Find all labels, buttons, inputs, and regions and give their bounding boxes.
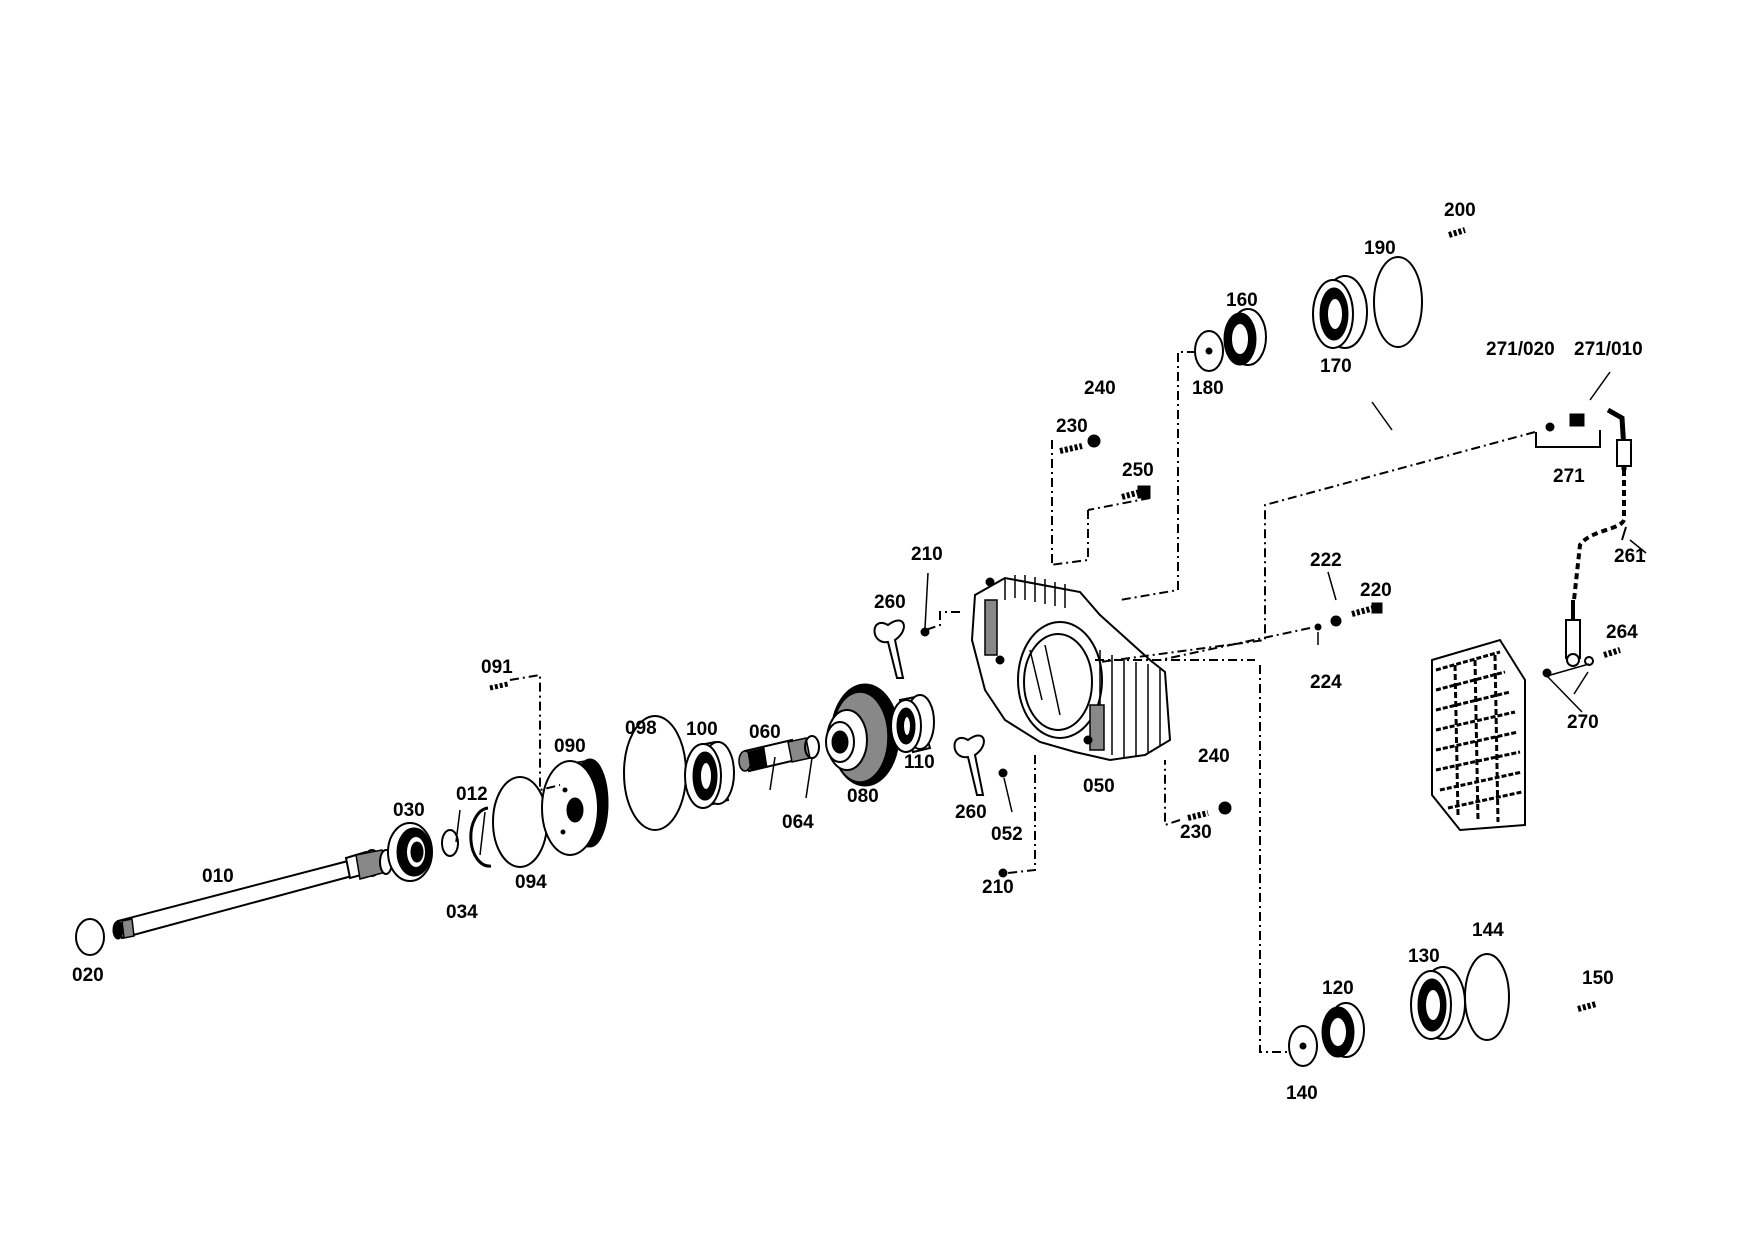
part-271-020-seal	[1545, 422, 1555, 432]
callout-080: 080	[847, 786, 879, 807]
callout-240-lower: 240	[1198, 746, 1230, 767]
part-010-shaft	[112, 849, 393, 940]
callout-271-010: 271/010	[1574, 339, 1643, 360]
part-080-gear	[825, 683, 900, 787]
callout-012: 012	[456, 784, 488, 805]
callout-010: 010	[202, 866, 234, 887]
part-060-shaft	[738, 737, 811, 773]
callout-261: 261	[1614, 546, 1646, 567]
callout-260-upper: 260	[874, 592, 906, 613]
part-034-ring	[441, 829, 459, 857]
callout-260-lower: 260	[955, 802, 987, 823]
part-030-bearing	[387, 822, 433, 882]
callout-170: 170	[1320, 356, 1352, 377]
callout-150: 150	[1582, 968, 1614, 989]
part-270-seal-b	[1584, 656, 1594, 666]
part-271-010-fitting	[1569, 413, 1585, 427]
callout-210-upper: 210	[911, 544, 943, 565]
callout-140: 140	[1286, 1083, 1318, 1104]
part-230-screw-upper	[1059, 443, 1083, 454]
callout-144: 144	[1472, 920, 1504, 941]
callout-271-020: 271/020	[1486, 339, 1555, 360]
part-240-plug-upper	[1087, 434, 1101, 448]
callout-064: 064	[782, 812, 814, 833]
part-260-plate-lower	[953, 734, 985, 796]
part-020-o-ring	[75, 918, 105, 956]
part-200-screw	[1448, 227, 1466, 238]
part-100-bearing	[684, 740, 735, 809]
callout-264: 264	[1606, 622, 1638, 643]
part-130-bearing	[1410, 966, 1466, 1040]
callout-094: 094	[515, 872, 547, 893]
callout-110: 110	[904, 752, 935, 773]
callout-020: 020	[72, 965, 104, 986]
leader-lines	[455, 371, 1647, 856]
part-210-pin-lower	[998, 868, 1008, 878]
callout-060: 060	[749, 722, 781, 743]
part-250-screw	[1121, 485, 1151, 500]
part-222-washer	[1330, 615, 1342, 627]
part-110-bearing	[890, 694, 935, 754]
part-160-bearing	[1223, 308, 1267, 366]
callout-052: 052	[991, 824, 1023, 845]
part-050-housing	[970, 575, 1172, 762]
callout-120: 120	[1322, 978, 1354, 999]
callout-190: 190	[1364, 238, 1396, 259]
part-224-ring	[1314, 623, 1322, 631]
callout-labels: 020 010 030 034 012 094 090 091 098 100 …	[72, 200, 1646, 1104]
callout-240-upper: 240	[1084, 378, 1116, 399]
callout-230-upper: 230	[1056, 416, 1088, 437]
callout-090: 090	[554, 736, 586, 757]
callout-130: 130	[1408, 946, 1440, 967]
assembly-lines	[509, 351, 1627, 1053]
callout-224: 224	[1310, 672, 1342, 693]
part-260-plate-upper	[873, 619, 905, 679]
part-150-screw	[1577, 1001, 1597, 1012]
callout-100: 100	[686, 719, 718, 740]
part-120-bearing	[1321, 1002, 1365, 1058]
part-012-snap-ring	[469, 806, 492, 868]
part-091-screw	[489, 681, 509, 691]
callout-200: 200	[1444, 200, 1476, 221]
part-170-bearing	[1312, 275, 1368, 349]
part-144-o-ring	[1464, 953, 1510, 1041]
callout-250: 250	[1122, 460, 1154, 481]
callout-230-lower: 230	[1180, 822, 1212, 843]
part-230-screw-lower	[1187, 810, 1209, 821]
part-190-o-ring	[1373, 256, 1423, 348]
valve-block	[1431, 638, 1526, 832]
callout-091: 091	[481, 657, 513, 678]
callout-220: 220	[1360, 580, 1392, 601]
callout-222: 222	[1310, 550, 1342, 571]
part-240-plug-lower	[1218, 801, 1232, 815]
callout-030: 030	[393, 800, 425, 821]
callout-034: 034	[446, 902, 478, 923]
callout-210-lower: 210	[982, 877, 1014, 898]
part-261-pipe	[1565, 407, 1632, 667]
part-052-pin	[998, 768, 1008, 778]
part-220-screw	[1351, 602, 1383, 617]
callout-271: 271	[1553, 466, 1585, 487]
callout-180: 180	[1192, 378, 1224, 399]
callout-270: 270	[1567, 712, 1599, 733]
part-090-cover	[541, 758, 609, 856]
part-094-o-ring	[492, 776, 548, 868]
callout-160: 160	[1226, 290, 1258, 311]
part-140-washer	[1288, 1025, 1318, 1067]
part-264-screw	[1603, 647, 1621, 658]
callout-098: 098	[625, 718, 657, 739]
callout-050: 050	[1083, 776, 1115, 797]
part-180-washer	[1194, 330, 1224, 372]
